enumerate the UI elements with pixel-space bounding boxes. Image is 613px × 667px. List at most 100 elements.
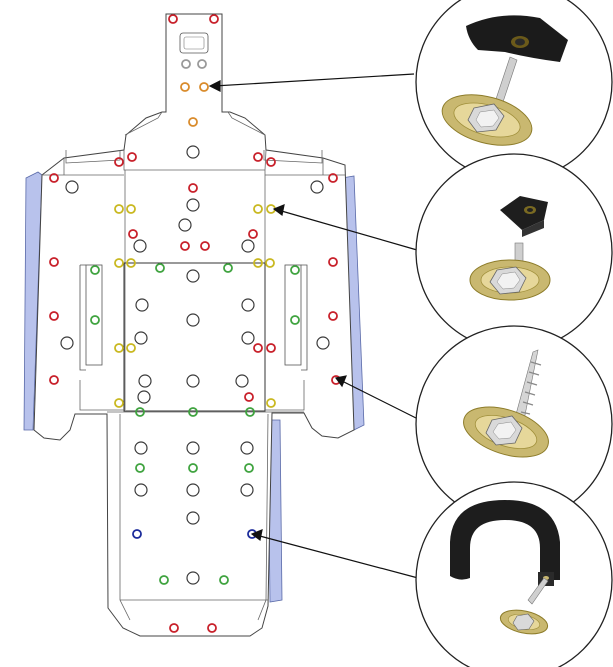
blue-hole <box>132 529 142 539</box>
callout-arrows <box>208 73 421 579</box>
red-hole <box>49 311 59 321</box>
green-hole <box>188 407 198 417</box>
large-hole <box>310 180 324 194</box>
red-hole <box>209 14 219 24</box>
red-hole <box>266 343 276 353</box>
plate-outline <box>33 13 355 637</box>
yellow-hole <box>114 204 124 214</box>
orange-hole <box>188 117 198 127</box>
green-hole <box>223 263 233 273</box>
red-hole <box>127 152 137 162</box>
center-plate <box>123 262 266 412</box>
orange-hole <box>199 82 209 92</box>
red-hole <box>49 375 59 385</box>
right-bracket-lip <box>301 264 308 371</box>
callout-top-tab <box>415 0 613 181</box>
red-hole <box>328 173 338 183</box>
plate-nut-icon <box>466 15 568 63</box>
red-hole <box>180 241 190 251</box>
side-steps <box>79 380 305 411</box>
large-hole <box>186 441 200 455</box>
large-hole <box>186 483 200 497</box>
large-hole <box>240 441 254 455</box>
green-hole <box>90 265 100 275</box>
arrow-lower-right <box>255 534 419 579</box>
large-hole <box>241 239 255 253</box>
large-hole <box>60 336 74 350</box>
left-bracket-lip <box>79 264 86 371</box>
large-hole <box>133 239 147 253</box>
yellow-hole <box>114 343 124 353</box>
arrow-mid-right <box>339 379 421 421</box>
red-hole <box>244 392 254 402</box>
yellow-hole <box>126 343 136 353</box>
green-hole <box>290 265 300 275</box>
large-hole <box>178 218 192 232</box>
callout-mid-right <box>415 325 613 523</box>
self-tapping-screw-icon <box>463 349 549 458</box>
yellow-hole <box>266 398 276 408</box>
side-panels <box>23 171 365 603</box>
green-hole <box>135 407 145 417</box>
red-hole <box>188 183 198 193</box>
tab-window <box>179 32 209 54</box>
tab-window-inner <box>183 36 205 50</box>
large-hole <box>135 298 149 312</box>
red-hole <box>49 257 59 267</box>
lower-skid-lines <box>119 413 269 621</box>
red-hole <box>169 623 179 633</box>
large-hole <box>186 198 200 212</box>
red-hole <box>168 14 178 24</box>
red-hole <box>128 229 138 239</box>
green-hole <box>188 463 198 473</box>
green-hole <box>135 463 145 473</box>
large-hole <box>186 511 200 525</box>
yellow-hole <box>126 258 136 268</box>
arrow-top-tab <box>213 73 415 87</box>
yellow-hole <box>126 204 136 214</box>
red-hole <box>328 257 338 267</box>
left-bracket <box>85 264 103 366</box>
washer-bolt-icon <box>441 56 533 146</box>
red-hole <box>114 157 124 167</box>
large-hole <box>186 374 200 388</box>
large-hole <box>241 298 255 312</box>
square-clip-nut-icon <box>500 196 548 237</box>
red-hole <box>248 229 258 239</box>
yellow-hole <box>253 258 263 268</box>
large-hole <box>186 269 200 283</box>
large-hole <box>134 331 148 345</box>
large-hole <box>186 571 200 585</box>
green-hole <box>290 315 300 325</box>
large-hole <box>134 483 148 497</box>
right-bracket <box>284 264 302 366</box>
green-hole <box>219 575 229 585</box>
arrowhead-top-tab <box>208 80 221 92</box>
red-hole <box>266 157 276 167</box>
yellow-hole <box>114 258 124 268</box>
fastener-holes <box>49 14 341 633</box>
orange-hole <box>180 82 190 92</box>
large-hole <box>186 313 200 327</box>
red-hole <box>253 152 263 162</box>
arrow-upper-right <box>277 209 418 251</box>
right-shoulder-flap <box>227 111 323 164</box>
green-hole <box>244 463 254 473</box>
red-hole <box>49 173 59 183</box>
yellow-hole <box>253 204 263 214</box>
arrowhead-upper-right <box>272 204 285 217</box>
large-hole <box>316 336 330 350</box>
large-hole <box>138 374 152 388</box>
yellow-hole <box>265 258 275 268</box>
arrowhead-mid-right <box>334 375 347 388</box>
tab-hole <box>197 59 207 69</box>
green-hole <box>90 315 100 325</box>
skid-plate <box>33 13 355 637</box>
red-hole <box>253 343 263 353</box>
large-hole <box>235 374 249 388</box>
red-hole <box>328 311 338 321</box>
callout-upper-right <box>415 153 613 351</box>
green-hole <box>159 575 169 585</box>
